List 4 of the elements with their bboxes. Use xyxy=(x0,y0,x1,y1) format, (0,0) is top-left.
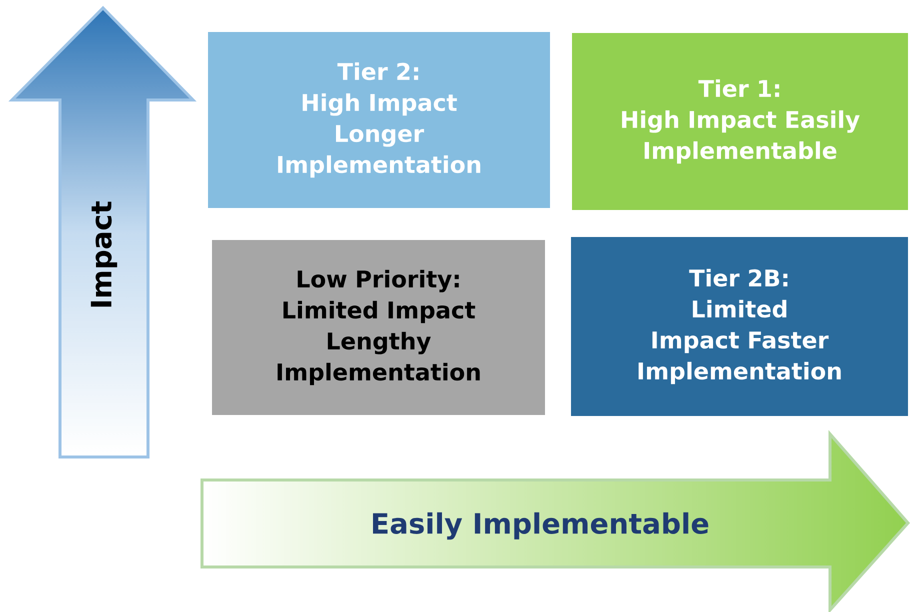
tier-box: Tier 2B: Limited Impact Faster Implementation xyxy=(571,236,908,416)
tier-box: Low Priority: Limited Impact Lengthy Implementation xyxy=(212,240,545,415)
tier-box: Tier 1: High Impact Easily Implementable xyxy=(572,33,908,210)
tier-box: Tier 2: High Impact Longer Implementation xyxy=(208,32,550,208)
